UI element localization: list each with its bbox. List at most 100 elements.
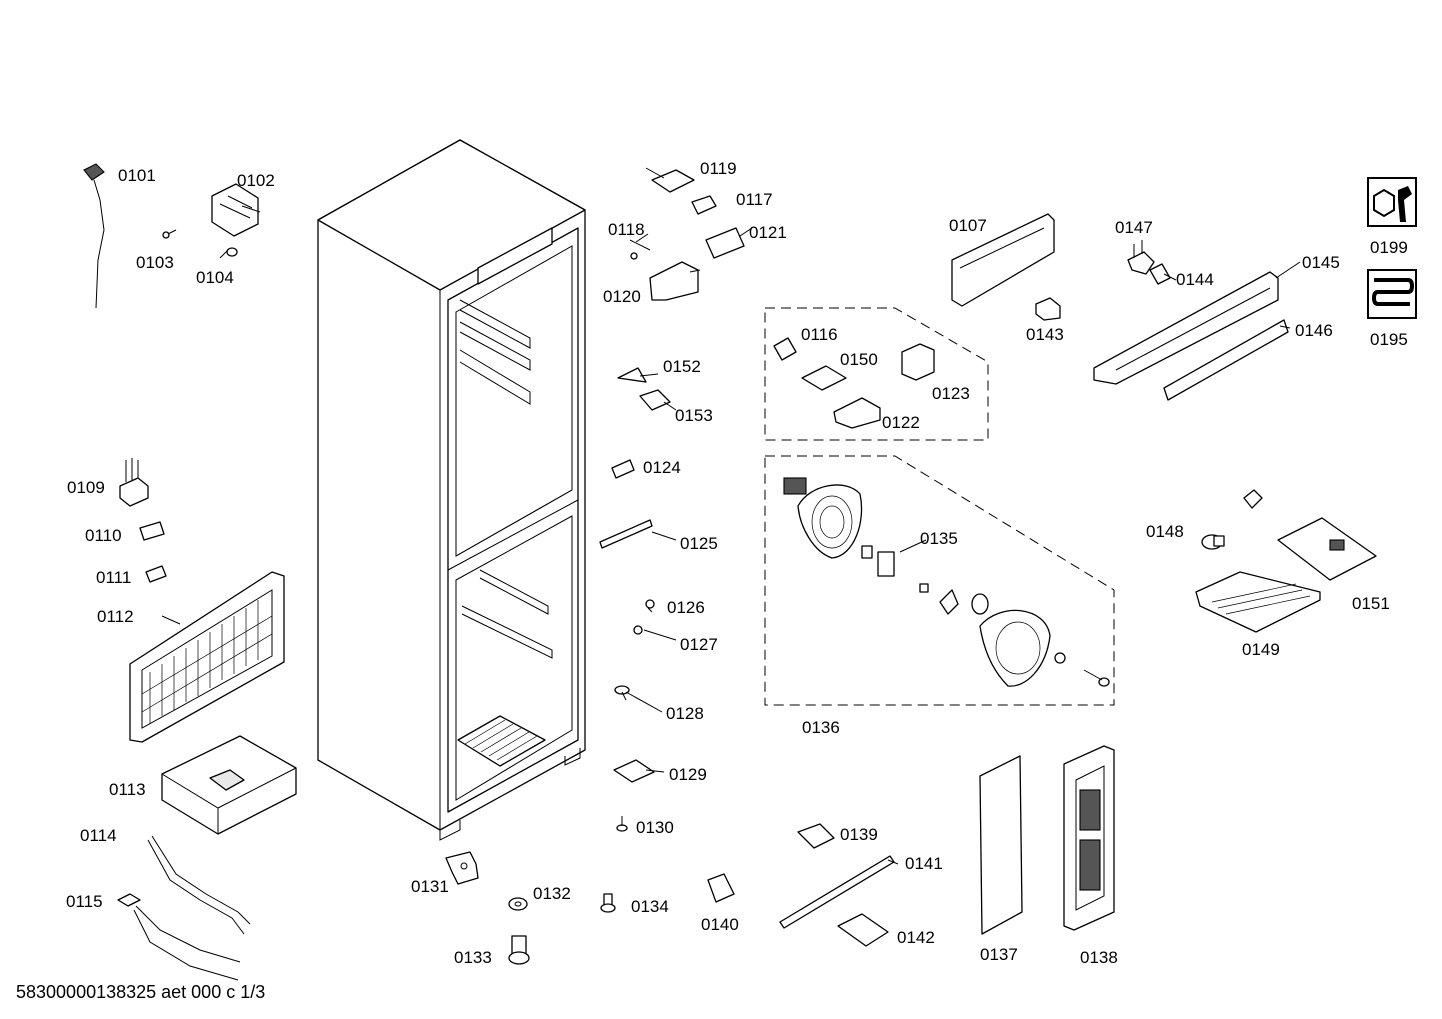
- bracket-0121-shape: [705, 227, 745, 259]
- rail-0125-shape: [599, 519, 653, 549]
- cable-0114-shape: [147, 835, 251, 935]
- screw-0118-shape: [629, 239, 651, 260]
- label-0195: 0195: [1370, 330, 1408, 349]
- label-0152: 0152: [663, 357, 701, 376]
- clip-0116-shape: [773, 337, 797, 361]
- part-labels: 0101 0102 0103 0104 0107 0109 0110 0111 …: [66, 159, 1408, 967]
- condenser-0112-shape: [129, 571, 285, 743]
- label-0114: 0114: [80, 826, 117, 845]
- cable-0115-shape: [117, 893, 241, 981]
- bracket-0122-shape: [833, 397, 881, 429]
- label-0127: 0127: [680, 635, 718, 654]
- bolt-0130-shape: [616, 816, 628, 832]
- thermostat-0109-shape: [119, 458, 149, 507]
- label-0131: 0131: [411, 877, 449, 896]
- label-0146: 0146: [1295, 321, 1333, 340]
- label-0139: 0139: [840, 825, 878, 844]
- profile-0107-shape: [951, 213, 1055, 307]
- label-0120: 0120: [603, 287, 641, 306]
- heating-coil-icon: [1367, 269, 1417, 319]
- label-0119: 0119: [700, 159, 737, 178]
- bulb-0148-shape: [1201, 534, 1225, 550]
- washer-0132-shape: [508, 897, 528, 911]
- bracket-0102-shape: [211, 183, 259, 237]
- label-0102: 0102: [237, 171, 275, 190]
- label-0136: 0136: [802, 718, 840, 737]
- bracket-0140-shape: [707, 873, 735, 903]
- lamp-cover-0149-shape: [1195, 571, 1321, 633]
- label-0123: 0123: [932, 384, 970, 403]
- label-0143: 0143: [1026, 325, 1064, 344]
- label-0109: 0109: [67, 478, 105, 497]
- label-0133: 0133: [454, 948, 492, 967]
- label-0124: 0124: [643, 458, 681, 477]
- label-0101: 0101: [118, 166, 156, 185]
- label-0103: 0103: [136, 253, 174, 272]
- clip-0139-shape: [797, 823, 835, 849]
- label-0151: 0151: [1352, 594, 1390, 613]
- cover-0150-shape: [801, 365, 847, 391]
- label-0138: 0138: [1080, 948, 1118, 967]
- lamp-housing-0151-shape: [1277, 517, 1377, 581]
- wedge-0152-shape: [617, 367, 647, 383]
- label-0199: 0199: [1370, 238, 1408, 257]
- label-0130: 0130: [636, 818, 674, 837]
- screw-0103-shape: [162, 229, 177, 239]
- label-0121: 0121: [749, 223, 787, 242]
- mains-cable-shape: [83, 163, 105, 309]
- clip-0143-shape: [1035, 297, 1061, 321]
- housing-0120-shape: [649, 261, 699, 301]
- label-0144: 0144: [1176, 270, 1214, 289]
- fan-assembly-0135-shape: [783, 477, 1110, 687]
- screw-0104-shape: [219, 247, 238, 259]
- label-0104: 0104: [196, 268, 234, 287]
- pin-0128-shape: [614, 685, 630, 701]
- screw-0134-shape: [600, 893, 616, 913]
- strip-0146-shape: [1163, 319, 1289, 401]
- label-0141: 0141: [905, 854, 943, 873]
- leader-lines: [161, 167, 1301, 865]
- switch-0147-shape: [1127, 240, 1155, 275]
- label-0125: 0125: [680, 534, 718, 553]
- label-0118: 0118: [608, 220, 645, 239]
- hinge-0131-shape: [445, 851, 479, 885]
- label-0134: 0134: [631, 897, 669, 916]
- label-0149: 0149: [1242, 640, 1280, 659]
- wrench-nut-icon: [1367, 177, 1417, 227]
- label-0150: 0150: [840, 350, 878, 369]
- label-0142: 0142: [897, 928, 935, 947]
- handle-0138-shape: [1063, 745, 1115, 931]
- label-0145: 0145: [1302, 253, 1340, 272]
- clip-0110-shape: [139, 521, 165, 541]
- hinge-0129-shape: [613, 759, 655, 783]
- label-0122: 0122: [882, 413, 920, 432]
- refrigerator-cabinet: [317, 139, 586, 841]
- label-0116: 0116: [801, 325, 838, 344]
- label-0126: 0126: [667, 598, 705, 617]
- cover-0111-shape: [145, 565, 167, 583]
- cover-0119-shape: [651, 169, 695, 193]
- block-0123-shape: [901, 343, 935, 381]
- label-0148: 0148: [1146, 522, 1184, 541]
- group-box-0150: [764, 307, 989, 441]
- lens-0124-shape: [611, 459, 635, 479]
- housing-0145-shape: [1093, 271, 1279, 385]
- block-0142-shape: [837, 913, 889, 947]
- drip-tray-0113-shape: [161, 735, 297, 835]
- label-0132: 0132: [533, 884, 571, 903]
- label-0153: 0153: [675, 406, 713, 425]
- label-0147: 0147: [1115, 218, 1153, 237]
- label-0107: 0107: [949, 216, 987, 235]
- label-0115: 0115: [66, 892, 103, 911]
- label-0113: 0113: [109, 780, 146, 799]
- plug-0127-shape: [633, 625, 643, 635]
- screw-0126-shape: [645, 599, 655, 613]
- clip-0117-shape: [691, 195, 717, 215]
- label-0128: 0128: [666, 704, 704, 723]
- cover-0153-shape: [639, 389, 671, 411]
- label-0110: 0110: [85, 526, 122, 545]
- label-0140: 0140: [701, 915, 739, 934]
- label-0111: 0111: [96, 568, 131, 587]
- cover-0137-shape: [979, 755, 1023, 935]
- document-footer-id: 58300000138325 aet 000 c 1/3: [16, 982, 265, 1002]
